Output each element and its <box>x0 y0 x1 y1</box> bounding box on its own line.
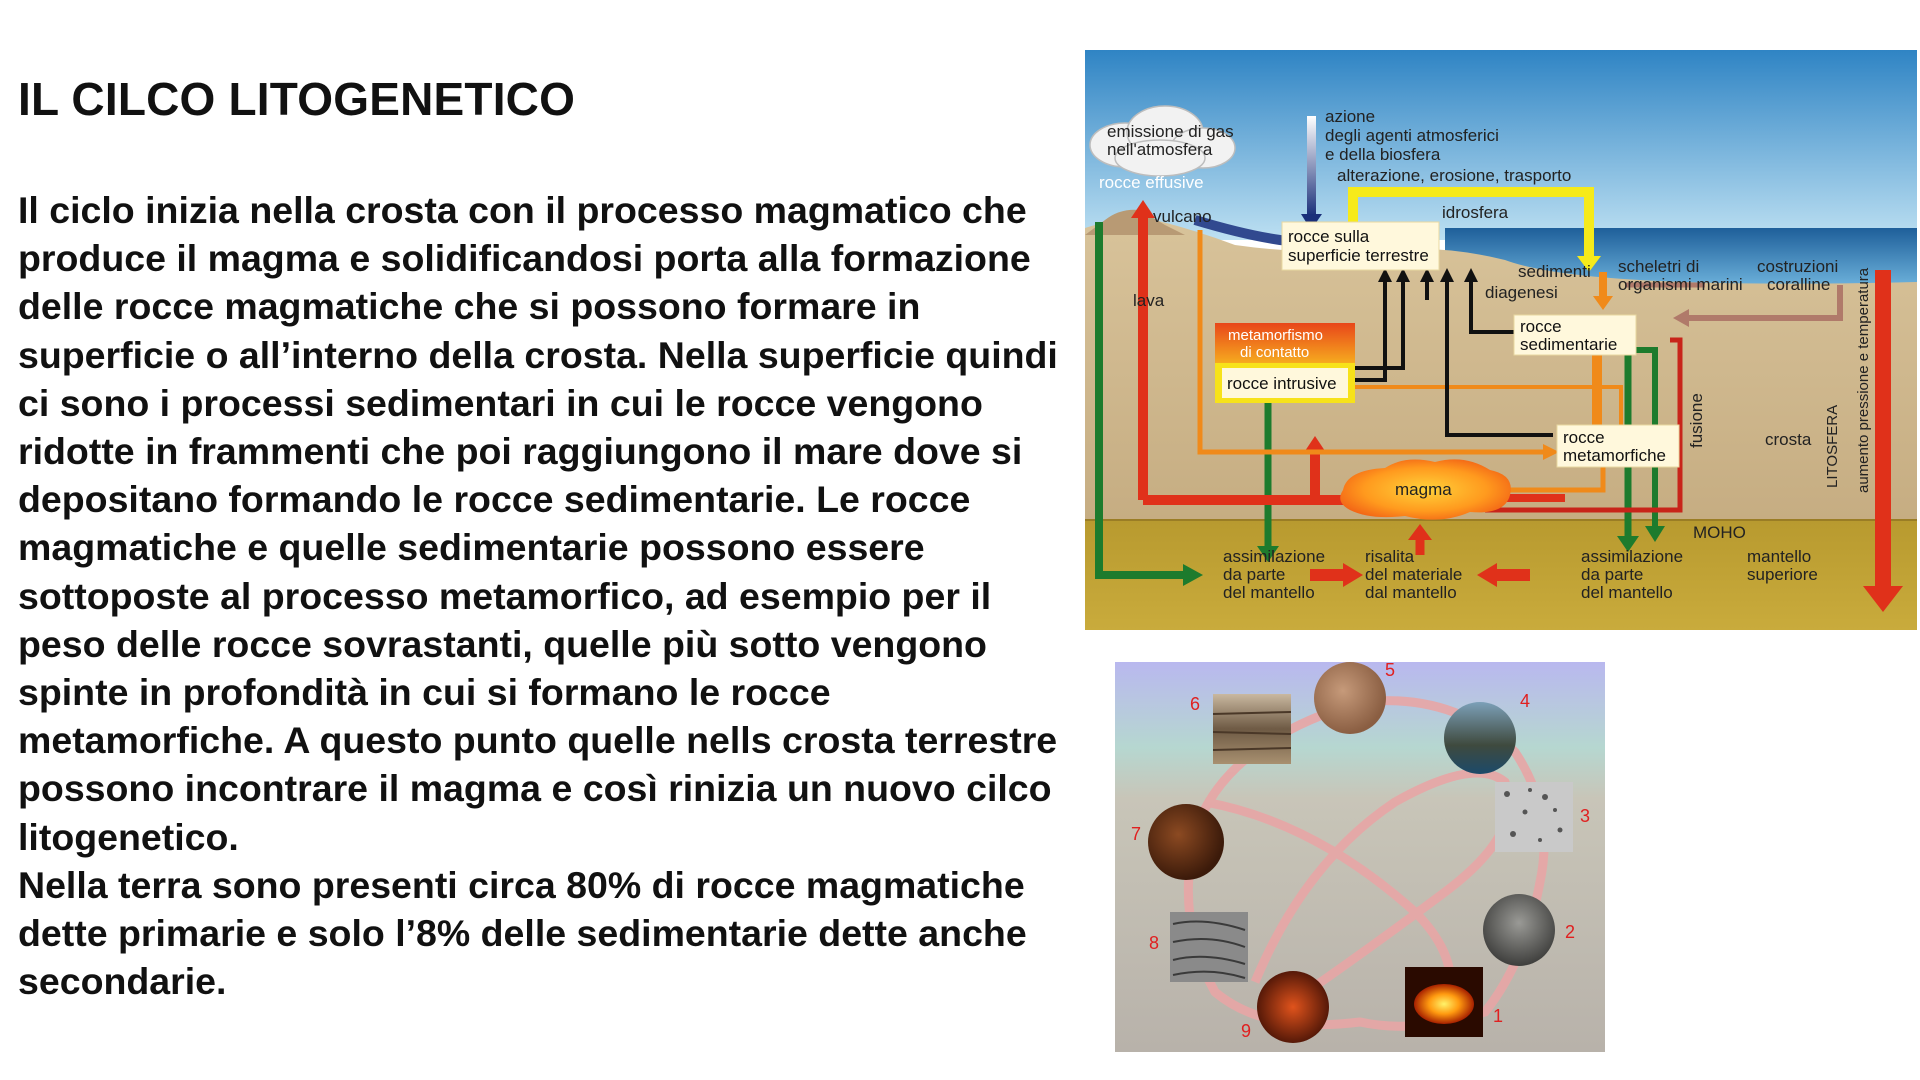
label: rocce effusive <box>1099 173 1204 192</box>
label: LITOSFERA <box>1824 405 1841 488</box>
label: superiore <box>1747 565 1818 584</box>
label: degli agenti atmosferici <box>1325 126 1499 145</box>
arrow-alterazione <box>1348 187 1594 260</box>
body-text: Il ciclo inizia nella crosta con il proc… <box>18 186 1058 1005</box>
label: diagenesi <box>1485 283 1558 302</box>
paragraph: Il ciclo inizia nella crosta con il proc… <box>18 189 1058 858</box>
label: superficie terrestre <box>1288 246 1429 265</box>
svg-text:rocce: rocce <box>1520 317 1562 336</box>
label: da parte <box>1223 565 1285 584</box>
label: coralline <box>1767 275 1830 294</box>
label: dal mantello <box>1365 583 1457 602</box>
box-rocce-superficie: rocce sulla superficie terrestre <box>1281 221 1440 271</box>
label: magma <box>1395 480 1452 499</box>
svg-text:metamorfiche: metamorfiche <box>1563 446 1666 465</box>
label: scheletri di <box>1618 257 1699 276</box>
label: costruzioni <box>1757 257 1838 276</box>
volcano-shape <box>1085 209 1185 235</box>
number-7: 7 <box>1131 824 1141 844</box>
arrow-green-left <box>1095 222 1185 579</box>
label: mantello <box>1747 547 1811 566</box>
label: del mantello <box>1581 583 1673 602</box>
label: del materiale <box>1365 565 1462 584</box>
label: del mantello <box>1223 583 1315 602</box>
svg-text:sedimentarie: sedimentarie <box>1520 335 1617 354</box>
photo-4 <box>1444 702 1516 774</box>
box-rocce-metamorfiche: rocce metamorfiche <box>1556 424 1680 468</box>
number-3: 3 <box>1580 806 1590 826</box>
label: aumento pressione e temperatura <box>1855 267 1872 493</box>
photo-8 <box>1170 912 1248 982</box>
page-title: IL CILCO LITOGENETICO <box>18 73 576 125</box>
number-1: 1 <box>1493 1006 1503 1026</box>
label: da parte <box>1581 565 1643 584</box>
magma-body <box>1340 459 1511 520</box>
svg-text:metamorfismo: metamorfismo <box>1228 327 1323 344</box>
svg-text:di contatto: di contatto <box>1240 344 1309 361</box>
number-2: 2 <box>1565 922 1575 942</box>
label: vulcano <box>1153 207 1212 226</box>
label: organismi marini <box>1618 275 1743 294</box>
gas-cloud <box>1089 105 1236 177</box>
pressure-arrow <box>1875 270 1891 590</box>
label: alterazione, erosione, trasporto <box>1337 166 1571 185</box>
label: risalita <box>1365 547 1415 566</box>
paragraph: Nella terra sono presenti circa 80% di r… <box>18 863 1027 1003</box>
label: idrosfera <box>1442 203 1509 222</box>
label: rocce sulla <box>1288 227 1370 246</box>
number-8: 8 <box>1149 933 1159 953</box>
label: MOHO <box>1693 523 1746 542</box>
label: fusione <box>1687 393 1706 448</box>
photo-2 <box>1483 894 1555 966</box>
label: nell'atmosfera <box>1107 140 1213 159</box>
label: sedimenti <box>1518 262 1591 281</box>
photo-5 <box>1314 662 1386 734</box>
crust-layer <box>1085 218 1917 520</box>
label: assimilazione <box>1223 547 1325 566</box>
number-4: 4 <box>1520 691 1530 711</box>
photo-9 <box>1257 971 1329 1043</box>
box-metamorfismo: metamorfismo di contatto <box>1215 323 1355 366</box>
number-5: 5 <box>1385 662 1395 680</box>
label: azione <box>1325 107 1375 126</box>
photo-7 <box>1148 804 1224 880</box>
label: crosta <box>1765 430 1812 449</box>
number-6: 6 <box>1190 694 1200 714</box>
label: lava <box>1133 291 1165 310</box>
rock-cycle-cross-section-diagram: rocce sulla superficie terrestre metamor… <box>1085 50 1917 630</box>
label: emissione di gas <box>1107 122 1234 141</box>
label: e della biosfera <box>1325 145 1441 164</box>
svg-text:rocce: rocce <box>1563 428 1605 447</box>
label: assimilazione <box>1581 547 1683 566</box>
box-rocce-sedimentarie: rocce sedimentarie <box>1513 314 1637 356</box>
number-9: 9 <box>1241 1021 1251 1041</box>
photo-6 <box>1213 694 1291 764</box>
svg-text:rocce intrusive: rocce intrusive <box>1227 374 1337 393</box>
rock-cycle-photo-diagram: 1 2 3 4 5 6 7 8 9 <box>1115 662 1605 1052</box>
box-rocce-intrusive: rocce intrusive <box>1215 363 1355 403</box>
